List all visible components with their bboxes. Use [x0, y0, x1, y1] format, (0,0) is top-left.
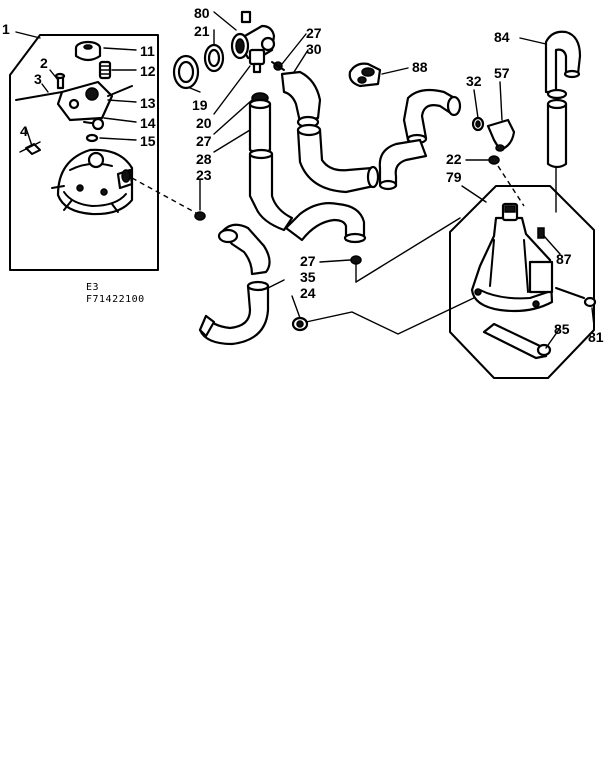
lever-bracket-part: [56, 80, 133, 131]
callout-19: 19: [192, 97, 208, 113]
hose-30-part: [280, 70, 322, 124]
elbow-57-part: [486, 118, 516, 152]
callout-11: 11: [140, 43, 155, 59]
callout-85: 85: [554, 321, 570, 337]
pump-body-part: [51, 148, 134, 216]
filter-tube-part: [248, 98, 272, 155]
callout-87: 87: [556, 251, 572, 267]
pump-housing-frame: [449, 185, 595, 379]
callout-32: 32: [466, 73, 482, 89]
reference-code-line-2: F71422100: [86, 294, 145, 305]
clamp-24-part: [291, 316, 309, 332]
housing-79-part: [470, 202, 554, 313]
clamp-22-part: [488, 155, 500, 165]
callout-24: 24: [300, 285, 316, 301]
callout-81: 81: [588, 329, 604, 345]
clamp-23-part: [194, 211, 206, 221]
callout-57: 57: [494, 65, 510, 81]
callout-20: 20: [196, 115, 212, 131]
curved-hose-part: [378, 138, 428, 188]
center-s-hose-part: [296, 128, 376, 194]
check-valve-part: [248, 48, 266, 74]
callout-88: 88: [412, 59, 428, 75]
filter-housing-part: [230, 10, 276, 60]
callout-2: 2: [40, 55, 48, 71]
callout-12: 12: [140, 63, 156, 79]
callout-3: 3: [34, 71, 42, 87]
callout-21: 21: [194, 23, 210, 39]
callout-22: 22: [446, 151, 462, 167]
callout-35: 35: [300, 269, 316, 285]
long-hose-part: [248, 152, 294, 232]
callout-1: 1: [2, 21, 10, 37]
right-u-hose-part: [402, 88, 460, 142]
callout-15: 15: [140, 133, 156, 149]
callout-80: 80: [194, 5, 210, 21]
clamp-part-top: [271, 61, 285, 71]
callout-27-a: 27: [196, 133, 212, 149]
rod-part: [15, 91, 63, 101]
seal-ring-part: [203, 43, 225, 73]
callout-23: 23: [196, 167, 212, 183]
clamp-88-part: [348, 62, 382, 88]
callout-84: 84: [494, 29, 510, 45]
bolt-81-part: [555, 287, 597, 308]
screw-part: [54, 72, 66, 90]
callout-4: 4: [20, 123, 28, 139]
clamp-32-part: [471, 116, 485, 132]
washer-part: [85, 133, 99, 143]
hose-84-part: [544, 30, 582, 94]
hose-84-lower-part: [546, 102, 568, 169]
reference-code-line-1: E3: [86, 282, 99, 293]
gasket-part: [172, 54, 200, 90]
rod-85-part: [482, 322, 552, 360]
part-87: [537, 227, 545, 239]
pulley-part: [74, 40, 102, 62]
callout-13: 13: [140, 95, 156, 111]
u-hose-35-part: [198, 284, 270, 346]
callout-28: 28: [196, 151, 212, 167]
subassembly-frame: [9, 34, 159, 271]
callout-30: 30: [306, 41, 322, 57]
callout-27-c: 27: [300, 253, 316, 269]
callout-79: 79: [446, 169, 462, 185]
spring-part: [98, 60, 112, 80]
callout-27-b: 27: [306, 25, 322, 41]
callout-14: 14: [140, 115, 156, 131]
